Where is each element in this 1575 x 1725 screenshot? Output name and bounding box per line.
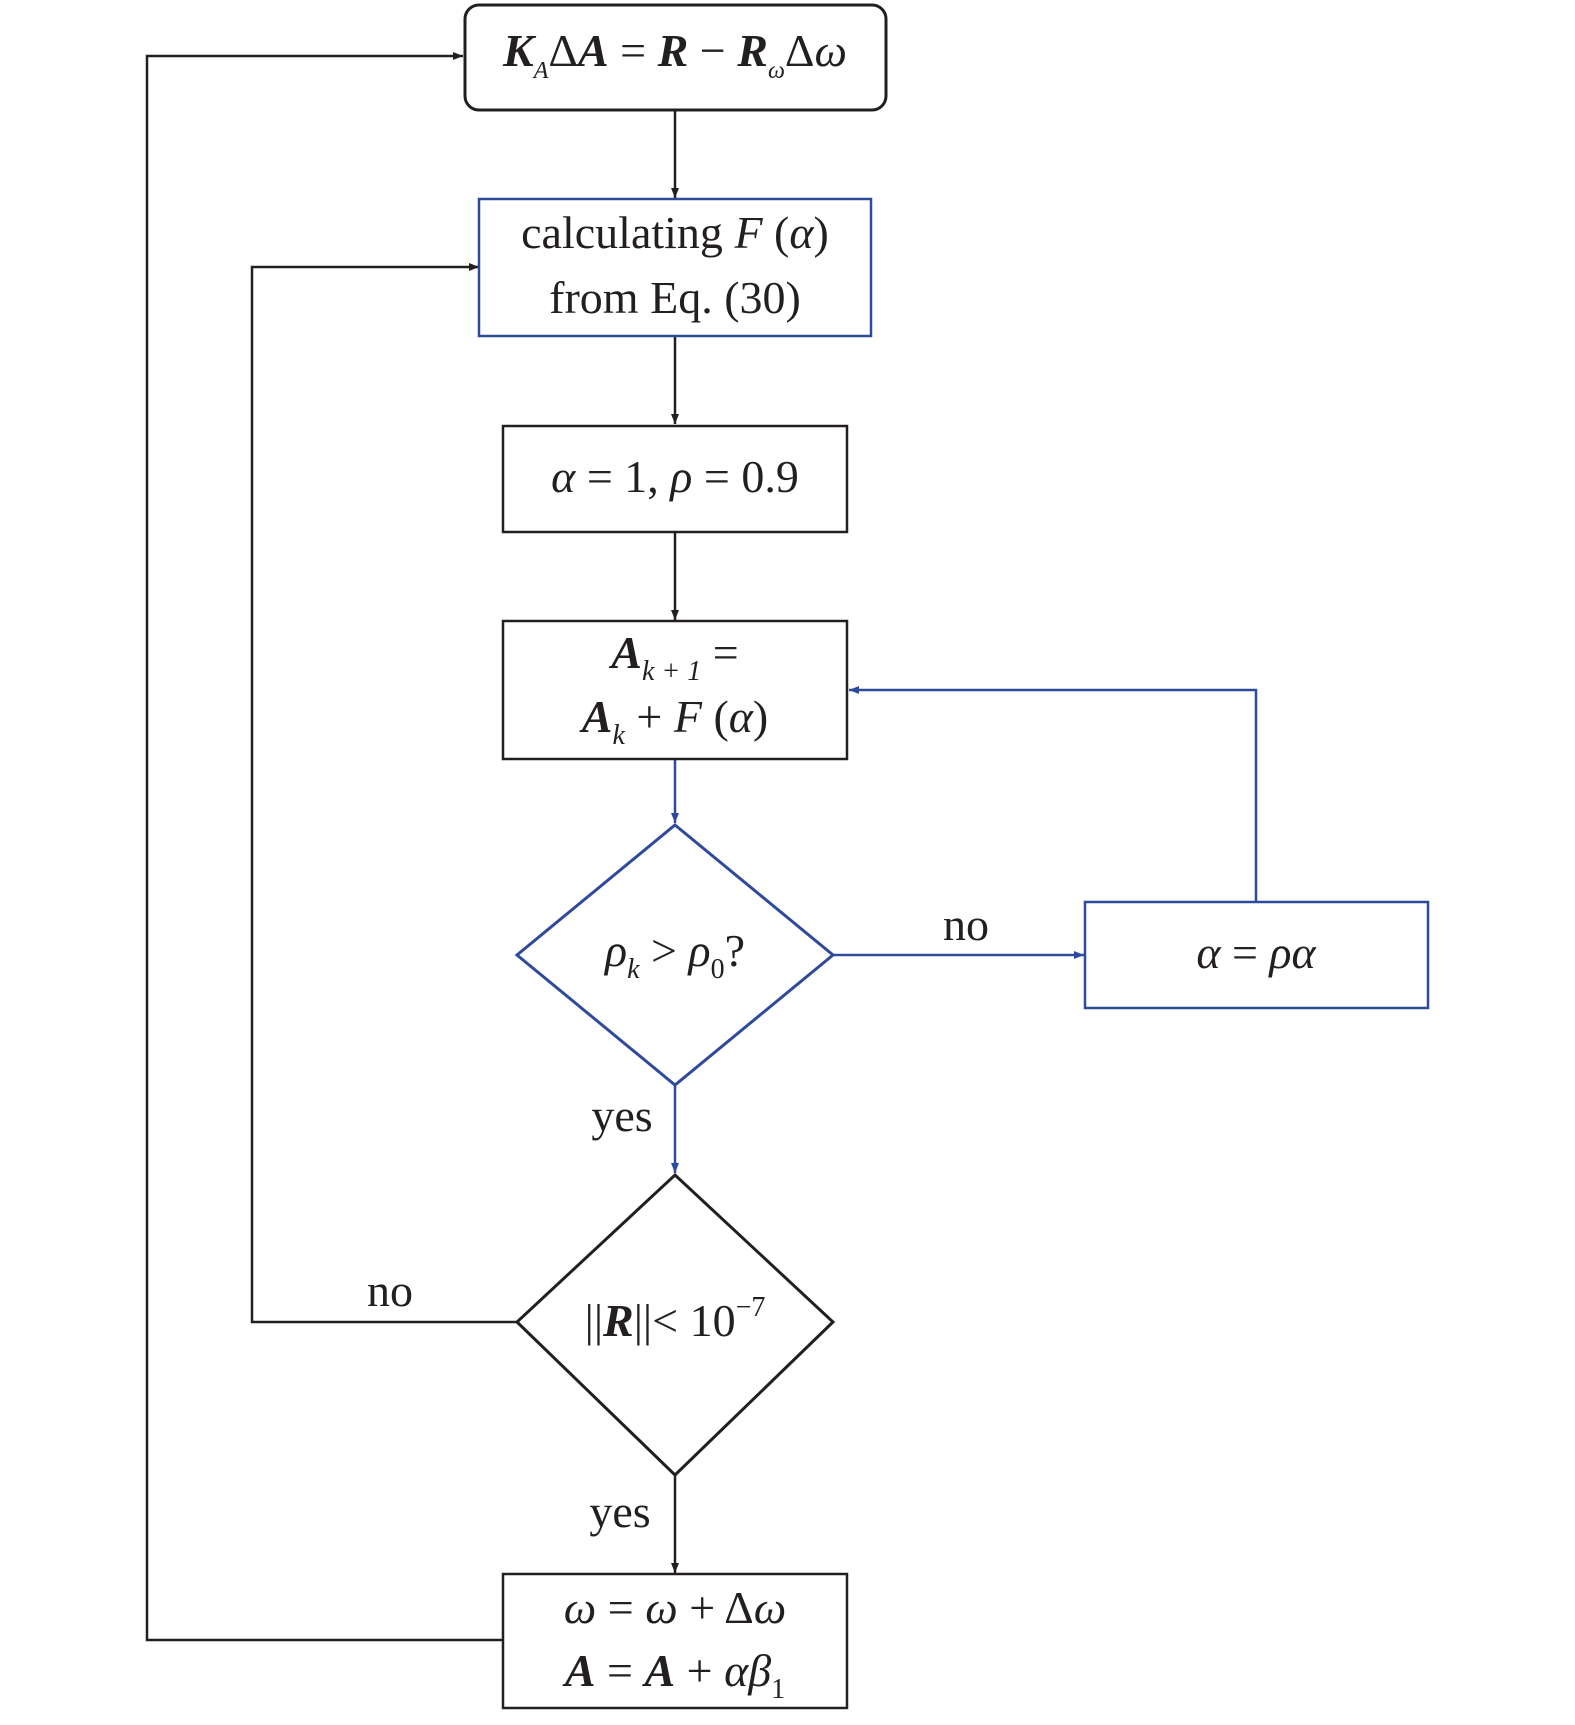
dec-rho0: ρ — [686, 925, 710, 976]
dr-bars-open: || — [585, 1295, 603, 1346]
upd-plus: + — [625, 691, 674, 742]
eq-A: A — [575, 25, 609, 76]
update-box — [501, 619, 849, 761]
fin-plus2: + — [675, 1645, 724, 1696]
upd-close: ) — [753, 691, 768, 742]
init-rho: ρ — [668, 451, 692, 502]
eq-minus: − — [688, 25, 737, 76]
connectors — [145, 52, 1258, 1642]
label-yes-2: yes — [589, 1486, 650, 1537]
rho-decision-diamond — [514, 823, 836, 1087]
label-no-left: no — [367, 1265, 413, 1316]
alpha-update-box — [1083, 900, 1430, 1010]
upd-A1: A — [608, 627, 642, 678]
calc-text: calculating — [521, 207, 734, 258]
upd-alpha: α — [729, 691, 754, 742]
eq-R: R — [657, 25, 689, 76]
fin-omega: ω — [564, 1582, 596, 1633]
upd-A2-sub: k — [612, 720, 625, 751]
dec-rho-sub: k — [627, 954, 640, 985]
fin-beta-sub: 1 — [771, 1674, 785, 1705]
calc-box — [477, 197, 873, 338]
fin-plus1: + Δ — [678, 1582, 754, 1633]
init-text: α = 1, ρ = 0.9 — [551, 451, 799, 502]
arrow-alpha-back-to-update — [849, 686, 1258, 902]
calc-open: ( — [763, 207, 790, 258]
fin-beta: β — [747, 1645, 771, 1696]
label-no-right: no — [943, 899, 989, 950]
eq-K-sub: A — [532, 58, 549, 84]
arrow-R-no-to-calc — [250, 263, 517, 1324]
calc-line1: calculating F (α) — [521, 207, 829, 258]
fin-omega2: ω — [645, 1582, 677, 1633]
upd-A2: A — [579, 691, 613, 742]
calc-line2: from Eq. (30) — [549, 272, 801, 323]
equation-box — [463, 3, 888, 112]
dr-lt: < 10 — [652, 1295, 735, 1346]
init-alpha: α — [551, 451, 576, 502]
au-eq: = — [1220, 927, 1269, 978]
au-rho: ρ — [1267, 927, 1291, 978]
update-line2: Ak + F (α) — [579, 691, 769, 751]
init-box — [501, 424, 849, 534]
upd-A1-sub: k + 1 — [642, 656, 701, 687]
calc-F: F — [733, 207, 763, 258]
eq-omega: ω — [814, 25, 846, 76]
dec-q: ? — [725, 925, 745, 976]
calc-close: ) — [814, 207, 829, 258]
fin-eq2: = — [596, 1645, 645, 1696]
dr-R: R — [602, 1295, 634, 1346]
dec-rho: ρ — [603, 925, 627, 976]
alpha-update-text: α = ρα — [1196, 927, 1316, 978]
dr-exp: −7 — [736, 1292, 766, 1323]
au-alpha2: α — [1292, 927, 1317, 978]
eq-equals: = — [609, 25, 658, 76]
upd-eq: = — [701, 627, 738, 678]
final-line2: A = A + αβ1 — [562, 1645, 785, 1705]
init-eq1: = 1, — [575, 451, 670, 502]
R-decision-diamond — [514, 1172, 836, 1478]
dec-rho0-sub: 0 — [711, 954, 725, 985]
fin-A2: A — [641, 1645, 675, 1696]
au-alpha: α — [1196, 927, 1221, 978]
final-line1: ω = ω + Δω — [564, 1582, 786, 1633]
fin-alpha: α — [724, 1645, 749, 1696]
dec-gt: > — [640, 925, 689, 976]
upd-open: ( — [702, 691, 729, 742]
eq-delta1: Δ — [548, 25, 578, 76]
arrow-final-back-to-equation — [145, 52, 503, 1642]
final-box — [501, 1572, 849, 1710]
init-eq2: = 0.9 — [692, 451, 798, 502]
fin-eq1: = — [596, 1582, 645, 1633]
fin-omega3: ω — [754, 1582, 786, 1633]
R-decision-text: ||R||< 10−7 — [585, 1292, 766, 1346]
rho-decision-text: ρk > ρ0? — [603, 925, 745, 985]
eq-R2-sub: ω — [768, 58, 785, 84]
eq-delta2: Δ — [785, 25, 815, 76]
equation-text: KAΔA = R − RωΔω — [502, 25, 847, 84]
update-line1: Ak + 1 = — [608, 627, 738, 687]
fin-A: A — [562, 1645, 596, 1696]
eq-K: K — [502, 25, 537, 76]
calc-alpha: α — [789, 207, 814, 258]
label-yes-1: yes — [591, 1090, 652, 1141]
upd-F: F — [673, 691, 703, 742]
dr-bars-close: || — [634, 1295, 652, 1346]
eq-R2: R — [736, 25, 768, 76]
